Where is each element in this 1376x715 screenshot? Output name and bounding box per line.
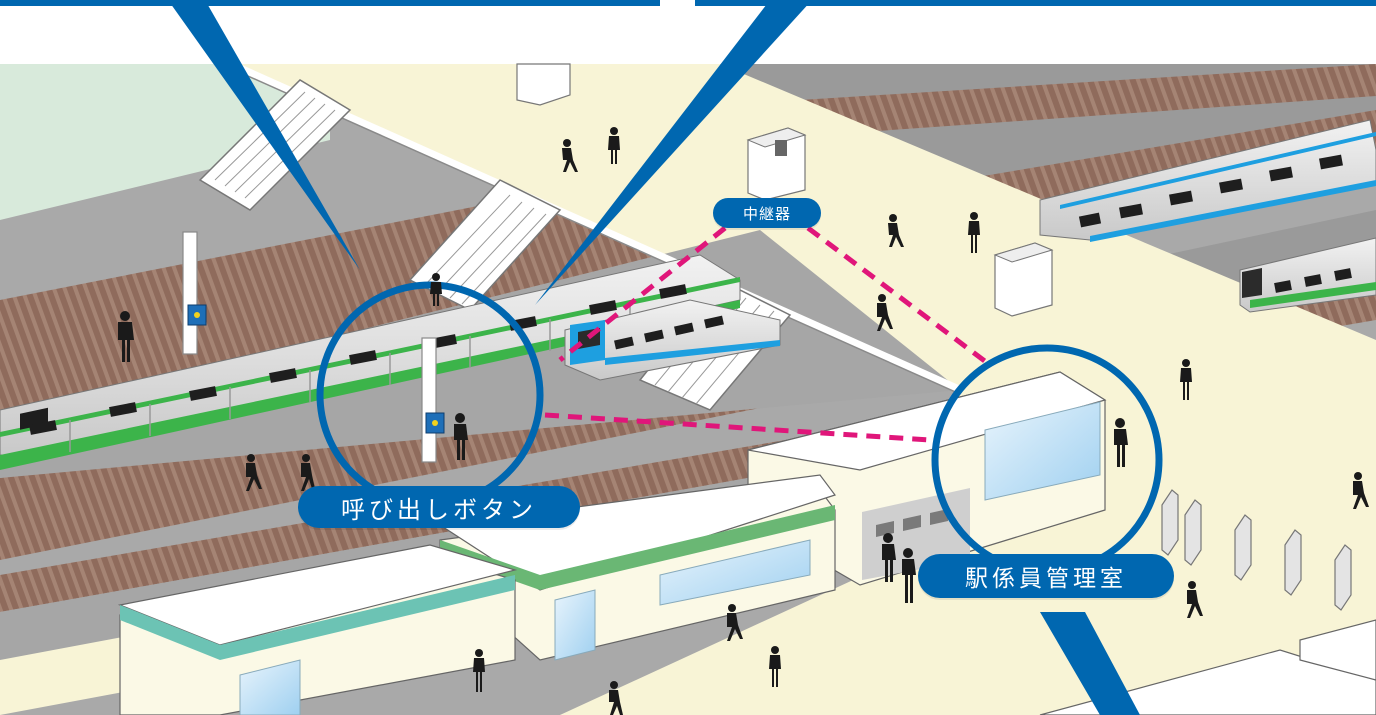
callout-wedge-bottom: [1040, 612, 1140, 715]
train-blue-front: [564, 299, 781, 381]
train-green-right: [1239, 237, 1376, 313]
pillar-center: [421, 337, 445, 463]
callout-wedge-left: [168, 0, 360, 270]
escalator-2: [408, 179, 562, 311]
person: [609, 681, 623, 715]
person: [902, 548, 916, 603]
person: [454, 413, 468, 460]
person: [608, 127, 620, 164]
pillar-box-right: [993, 242, 1054, 317]
train-blue-far: [1039, 119, 1376, 242]
person: [1353, 472, 1369, 509]
person: [877, 294, 893, 331]
person: [888, 214, 904, 247]
relay-box: [746, 127, 807, 201]
person: [301, 454, 315, 491]
track-bed-right-1: [800, 64, 1376, 135]
person: [882, 533, 896, 582]
link-relay-to-office: [806, 226, 992, 367]
train-green: [0, 254, 741, 470]
staff-office-label-text: 駅係員管理室: [965, 566, 1127, 592]
person: [118, 311, 134, 362]
ticket-gates: [1161, 489, 1352, 611]
people: [118, 127, 1369, 715]
person: [562, 139, 578, 172]
wireless-links: [544, 226, 992, 443]
person: [1180, 359, 1192, 400]
bridge-edge: [228, 60, 962, 394]
link-relay-to-train: [558, 226, 727, 362]
person: [430, 273, 442, 306]
person: [968, 212, 980, 253]
call-button-label-text: 呼び出しボタン: [341, 495, 537, 524]
person: [246, 454, 262, 491]
pillar-left: [182, 231, 207, 355]
staff-office-label: 駅係員管理室: [918, 554, 1174, 598]
building-teal-roof: [117, 544, 518, 715]
person: [473, 649, 485, 692]
person: [727, 604, 743, 641]
call-button-label: 呼び出しボタン: [298, 486, 580, 528]
person: [1187, 581, 1203, 618]
pillar-box-top: [516, 63, 571, 106]
relay-label: 中継器: [713, 198, 821, 228]
link-button-to-office: [544, 412, 931, 443]
person: [769, 646, 781, 687]
relay-label-text: 中継器: [742, 204, 791, 223]
person: [1114, 418, 1128, 467]
callout-wedge-center: [535, 0, 812, 305]
